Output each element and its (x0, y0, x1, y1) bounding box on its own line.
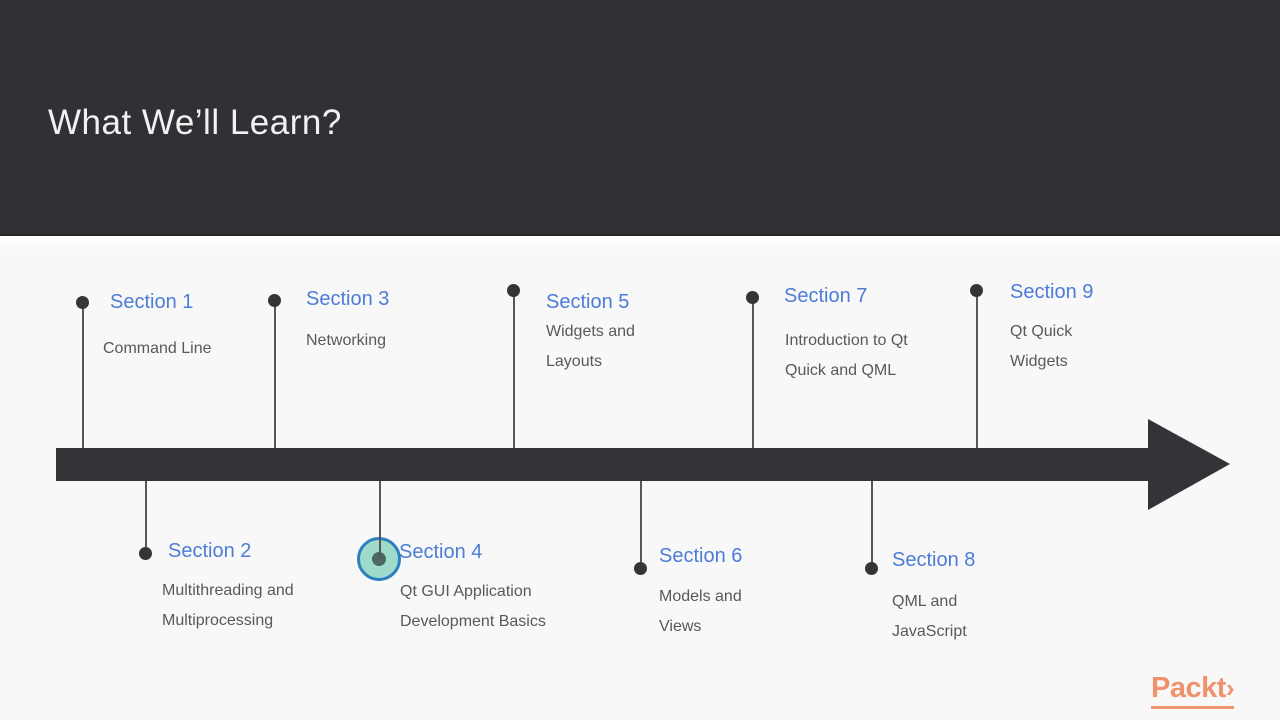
section-8-connector (871, 481, 873, 568)
slide-title: What We’ll Learn? (48, 103, 342, 142)
section-7-description: Introduction to Qt Quick and QML (785, 332, 908, 379)
section-6-dot-icon (634, 562, 647, 575)
section-6-label: Section 6 (659, 545, 743, 567)
section-1-label: Section 1 (110, 291, 194, 313)
section-2-description: Multithreading and Multiprocessing (162, 582, 294, 629)
section-8-dot-icon (865, 562, 878, 575)
section-3-dot-icon (268, 294, 281, 307)
section-5-dot-icon (507, 284, 520, 297)
packt-logo-text: Packt (1151, 672, 1226, 704)
packt-logo: Packt› (1151, 672, 1235, 709)
section-4-label: Section 4 (399, 541, 483, 563)
section-3-description: Networking (306, 332, 387, 349)
section-1-dot-icon (76, 296, 89, 309)
section-6-description: Models and Views (659, 588, 742, 635)
section-7-dot-icon (746, 291, 759, 304)
section-2-connector (145, 481, 147, 553)
header-shadow (0, 236, 1280, 254)
section-7-label: Section 7 (784, 285, 868, 307)
packt-logo-chevron-icon: › (1225, 673, 1235, 703)
timeline-arrow-head-icon (1148, 419, 1230, 510)
section-4-connector (379, 481, 381, 559)
timeline-arrow-shaft (56, 448, 1148, 481)
section-9-description: Qt Quick Widgets (1010, 323, 1073, 370)
section-9-dot-icon (970, 284, 983, 297)
section-9-label: Section 9 (1010, 281, 1094, 303)
section-5-connector (513, 290, 515, 448)
section-1-connector (82, 302, 84, 448)
section-3-connector (274, 300, 276, 448)
section-5-description: Widgets and Layouts (546, 323, 635, 370)
section-7-connector (752, 297, 754, 448)
section-8-label: Section 8 (892, 549, 976, 571)
section-4-dot-icon (372, 552, 386, 566)
section-5-label: Section 5 (546, 291, 630, 313)
section-2-dot-icon (139, 547, 152, 560)
section-6-connector (640, 481, 642, 568)
section-1-description: Command Line (103, 340, 212, 357)
section-3-label: Section 3 (306, 288, 390, 310)
section-9-connector (976, 290, 978, 448)
slide-header: What We’ll Learn? (0, 0, 1280, 236)
section-4-description: Qt GUI Application Development Basics (400, 583, 546, 630)
section-2-label: Section 2 (168, 540, 252, 562)
section-8-description: QML and JavaScript (892, 593, 967, 640)
